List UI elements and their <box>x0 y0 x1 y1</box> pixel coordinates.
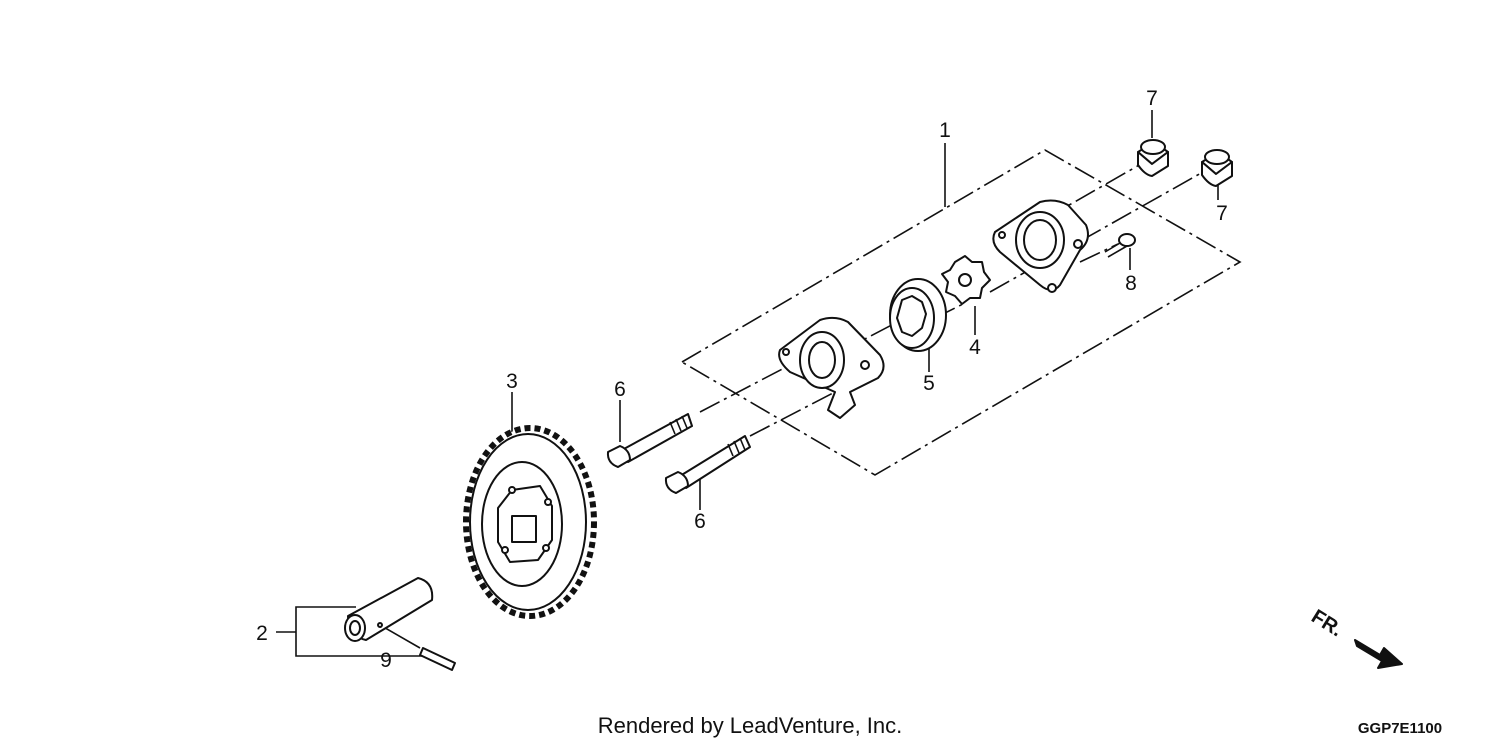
callout-1: 1 <box>939 119 951 142</box>
assembly-boundary <box>680 149 1242 476</box>
diagram-code: GGP7E1100 <box>1358 720 1442 737</box>
pump-body <box>778 316 885 419</box>
callout-3: 3 <box>506 370 518 393</box>
callout-leaders <box>276 110 1219 657</box>
callout-6-lower: 6 <box>694 510 706 533</box>
footer-credit: Rendered by LeadVenture, Inc. <box>598 713 903 738</box>
dowel-pin-upper <box>1137 139 1169 177</box>
front-direction-label: FR. <box>1307 606 1346 642</box>
outer-rotor <box>889 278 947 352</box>
gear-shaft <box>344 577 434 642</box>
inner-rotor <box>941 255 991 305</box>
callout-2: 2 <box>256 622 268 645</box>
driven-gear <box>463 425 597 619</box>
callout-7-upper: 7 <box>1146 87 1158 110</box>
bolt-upper <box>606 413 693 468</box>
front-direction-arrow-icon <box>1354 639 1403 669</box>
pump-cover-plate <box>992 199 1089 293</box>
dowel-pin-lower <box>1201 149 1233 187</box>
front-direction-indicator: FR. <box>1307 606 1403 669</box>
callout-6-upper: 6 <box>614 378 626 401</box>
callout-5: 5 <box>923 372 935 395</box>
bolt-lower <box>664 435 751 494</box>
callout-7-lower: 7 <box>1216 202 1228 225</box>
callout-8: 8 <box>1125 272 1137 295</box>
callout-9: 9 <box>380 649 392 672</box>
screw <box>1104 233 1136 258</box>
shaft-pin <box>419 647 456 671</box>
leader-lines <box>699 159 1211 437</box>
callout-4: 4 <box>969 336 981 359</box>
